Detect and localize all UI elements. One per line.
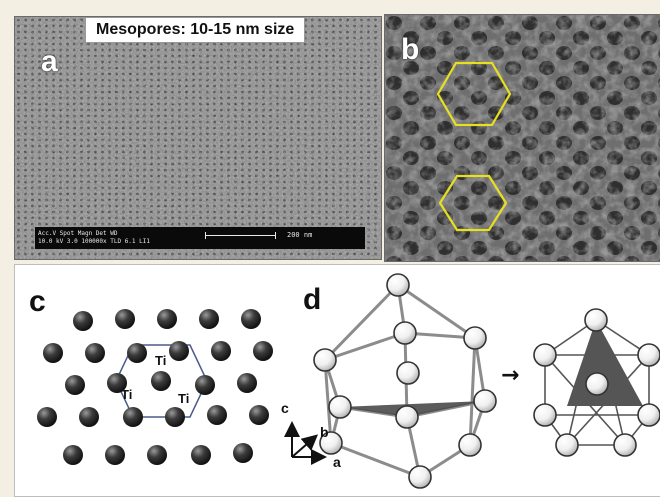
- octahedral-atom: [613, 433, 637, 457]
- lattice-sphere: [43, 343, 63, 363]
- scale-bar-tick-left: [205, 232, 206, 239]
- lattice-sphere: [65, 375, 85, 395]
- lattice-sphere: [157, 309, 177, 329]
- scale-bar: [205, 235, 275, 236]
- lattice-sphere: [233, 443, 253, 463]
- sem-info-bar: Acc.V Spot Magn Det WD 10.0 kV 3.0 10000…: [35, 227, 365, 249]
- lattice-sphere: [237, 373, 257, 393]
- lattice-sphere: [73, 311, 93, 331]
- octahedral-atom: [585, 372, 609, 396]
- unit-cell-atom: [473, 389, 497, 413]
- transition-arrow: →: [501, 363, 519, 388]
- panel-b-letter: b: [401, 33, 420, 66]
- scale-bar-label: 200 nm: [287, 231, 313, 239]
- unit-cell-bond: [330, 441, 421, 479]
- axis-label-a: a: [333, 454, 341, 470]
- lattice-sphere: [151, 371, 171, 391]
- octahedral-atom: [637, 403, 660, 427]
- lattice-sphere: [127, 343, 147, 363]
- axis-label-c: c: [281, 400, 289, 416]
- sem-image-panel-a: Mesopores: 10-15 nm size a Acc.V Spot Ma…: [14, 16, 382, 260]
- unit-cell-bond: [323, 283, 400, 362]
- sem-texture-b: [385, 15, 660, 261]
- schematic-panel-cd: c d Ti Ti Ti: [14, 264, 660, 497]
- octahedral-atom: [533, 343, 557, 367]
- unit-cell-atom: [463, 326, 487, 350]
- lattice-sphere: [169, 341, 189, 361]
- lattice-sphere: [85, 343, 105, 363]
- hexagon-highlight-bottom: [438, 174, 508, 232]
- unit-cell-atom: [393, 321, 417, 345]
- lattice-sphere: [37, 407, 57, 427]
- axis-label-b: b: [320, 424, 329, 440]
- panel-d-letter: d: [303, 283, 322, 316]
- panel-a-title: Mesopores: 10-15 nm size: [85, 17, 306, 43]
- hexagon-highlight-top: [436, 61, 512, 127]
- lattice-sphere: [79, 407, 99, 427]
- unit-cell-atom: [313, 348, 337, 372]
- lattice-sphere: [165, 407, 185, 427]
- sem-image-panel-b: b: [384, 14, 660, 262]
- lattice-sphere: [211, 341, 231, 361]
- hex-lattice: Ti Ti Ti: [37, 309, 273, 465]
- unit-cell: [313, 273, 497, 489]
- lattice-sphere: [115, 309, 135, 329]
- lattice-sphere: [123, 407, 143, 427]
- unit-cell-atom: [396, 361, 420, 385]
- octahedral-atom: [555, 433, 579, 457]
- unit-cell-atom: [319, 431, 343, 455]
- unit-cell-atom: [458, 433, 482, 457]
- lattice-sphere: [63, 445, 83, 465]
- ti-label-left: Ti: [121, 387, 132, 402]
- unit-cell-bond: [468, 337, 477, 446]
- octahedral-cluster: [533, 308, 660, 457]
- lattice-sphere: [199, 309, 219, 329]
- octahedral-atom: [584, 308, 608, 332]
- scale-bar-tick-right: [275, 232, 276, 239]
- unit-cell-bond: [323, 359, 333, 444]
- sem-info-line-2: 10.0 kV 3.0 100000x TLD 6.1 LI1: [38, 238, 150, 245]
- octahedral-atom: [637, 343, 660, 367]
- lattice-sphere: [195, 375, 215, 395]
- lattice-sphere: [107, 373, 127, 393]
- unit-cell-bond: [324, 331, 406, 362]
- octahedral-atom: [533, 403, 557, 427]
- axes-indicator: c b a: [281, 400, 341, 470]
- lattice-sphere: [241, 309, 261, 329]
- unit-cell-atom: [395, 405, 419, 429]
- ti-label-right: Ti: [178, 391, 189, 406]
- sem-info-line-1: Acc.V Spot Magn Det WD: [38, 230, 118, 237]
- unit-cell-atom: [386, 273, 410, 297]
- unit-cell-atom: [328, 395, 352, 419]
- panel-a-letter: a: [41, 45, 58, 78]
- panel-c-letter: c: [29, 285, 46, 318]
- lattice-sphere: [191, 445, 211, 465]
- ti-label-top: Ti: [155, 353, 166, 368]
- lattice-sphere: [207, 405, 227, 425]
- lattice-sphere: [249, 405, 269, 425]
- lattice-sphere: [105, 445, 125, 465]
- lattice-sphere: [253, 341, 273, 361]
- lattice-sphere: [147, 445, 167, 465]
- unit-cell-atom: [408, 465, 432, 489]
- unit-cell-bond: [397, 283, 476, 340]
- schematic-svg: Ti Ti Ti c b a →: [37, 273, 660, 489]
- sem-texture-a: [15, 17, 381, 259]
